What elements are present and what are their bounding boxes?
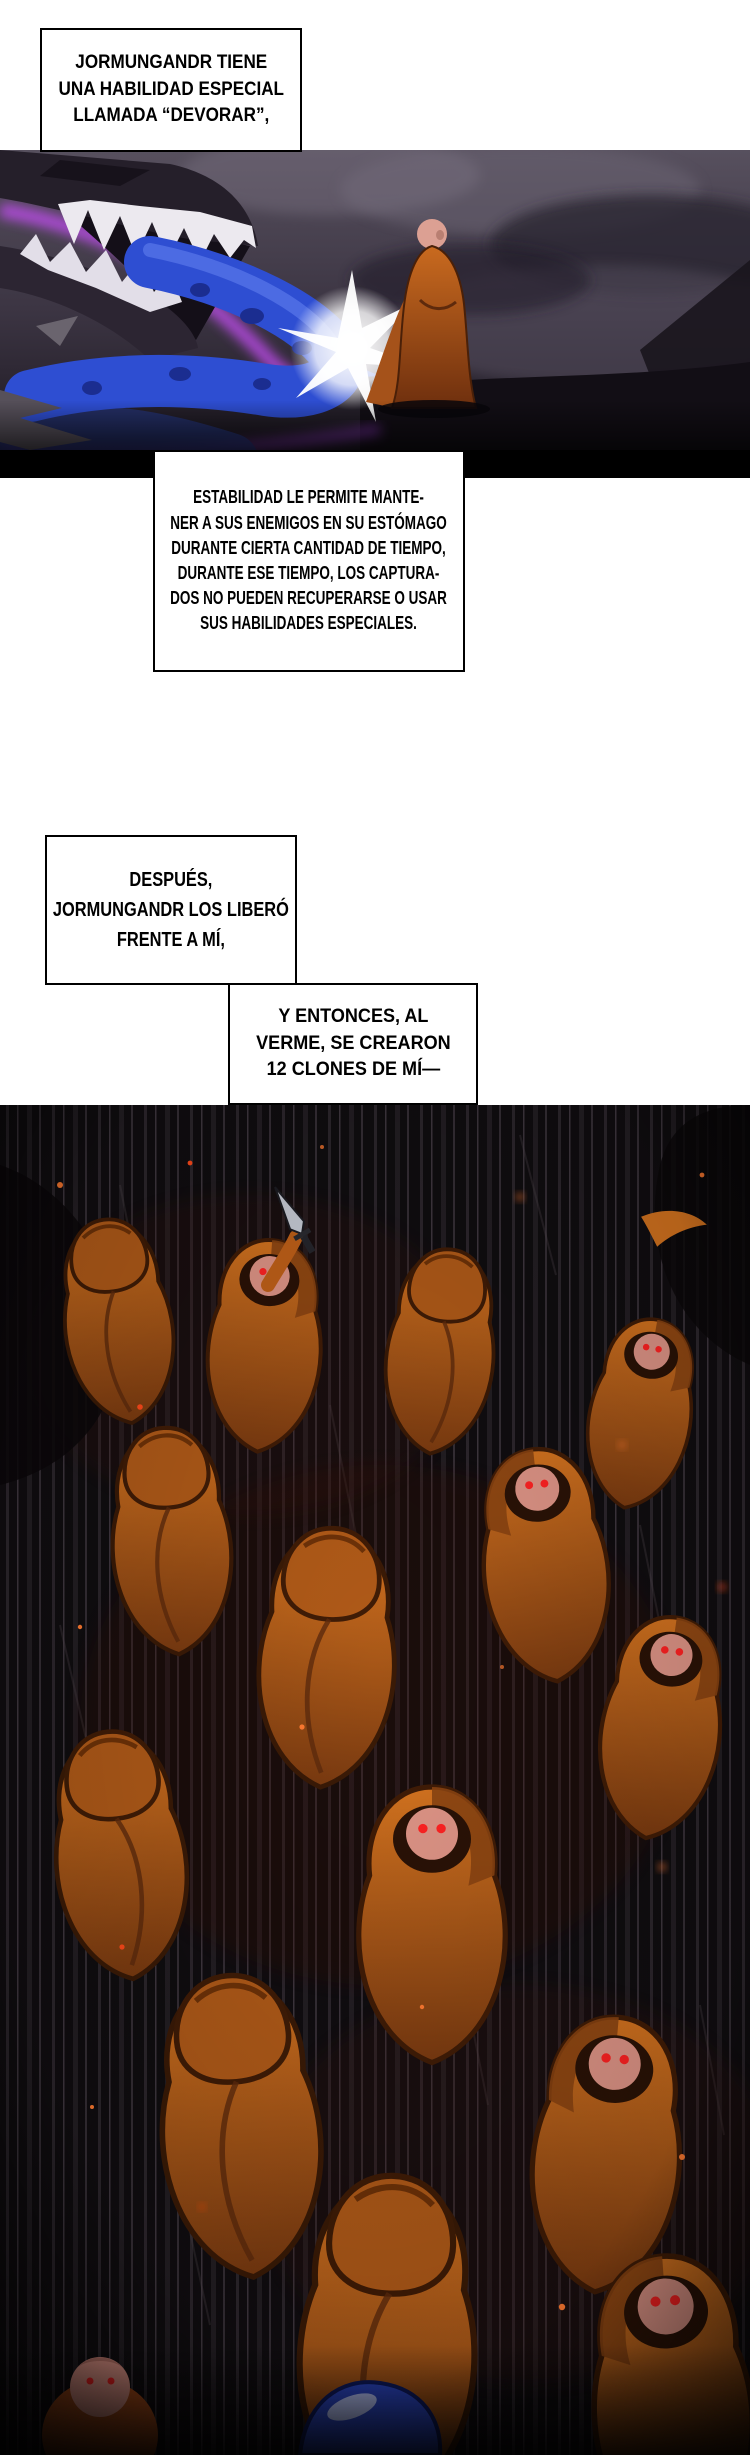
panel-devour-scene (0, 150, 750, 478)
caption-box-jormungandr-ability: JORMUNGANDR TIENE UNA HABILIDAD ESPECIAL… (40, 28, 302, 152)
upper-teeth (58, 200, 256, 262)
storm-clouds (180, 150, 750, 385)
caption-text-released: DESPUÉS, JORMUNGANDR LOS LIBERÓ FRENTE A… (53, 869, 290, 951)
caption-text-clones-created: Y ENTONCES, AL VERME, SE CREARON 12 CLON… (255, 1005, 451, 1081)
caption-text-jormungandr-ability: JORMUNGANDR TIENE UNA HABILIDAD ESPECIAL… (58, 51, 284, 127)
caption-box-released: DESPUÉS, JORMUNGANDR LOS LIBERÓ FRENTE A… (45, 835, 297, 985)
caption-box-stability-explanation: ESTABILIDAD LE PERMITE MANTE- NER A SUS … (153, 450, 465, 672)
panel-clones-scene (0, 1105, 750, 2455)
bottom-shadow (0, 2345, 750, 2455)
caption-text-stability-explanation: ESTABILIDAD LE PERMITE MANTE- NER A SUS … (170, 487, 448, 634)
lower-teeth (20, 234, 182, 312)
devour-scene-art (0, 150, 750, 478)
monk-head (417, 219, 447, 249)
vignette (0, 1105, 750, 2455)
clones-scene-art (0, 1105, 750, 2455)
caption-box-clones-created: Y ENTONCES, AL VERME, SE CREARON 12 CLON… (228, 983, 478, 1105)
